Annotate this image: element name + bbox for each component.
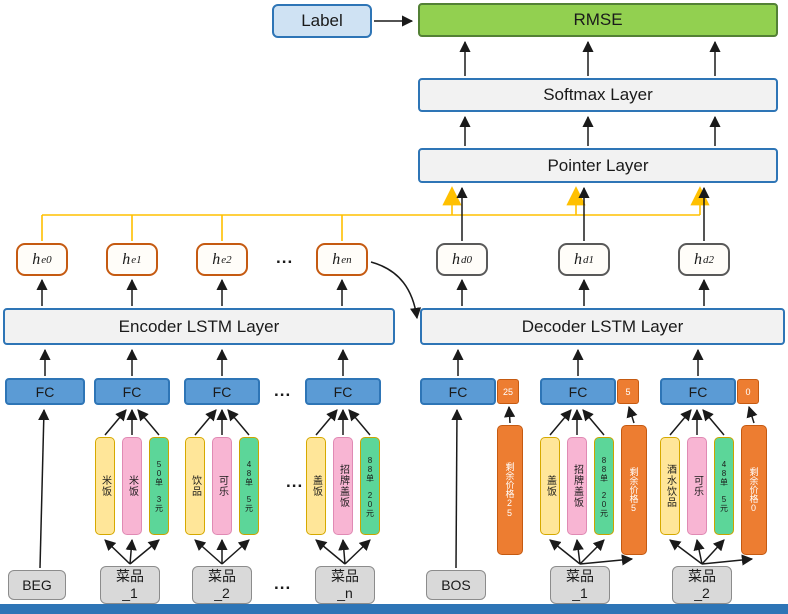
dec-feature-bar-dish2-full: 可乐	[687, 437, 707, 535]
feature-bar-dish1-stats: 50单 3元	[149, 437, 169, 535]
fc-node-dec1: FC	[540, 378, 616, 405]
bottom-accent-strip	[0, 604, 788, 614]
h-subscript: e1	[131, 253, 142, 266]
price-chip-25: 25	[497, 379, 519, 404]
feature-bar-dish2-stats: 48单 5元	[239, 437, 259, 535]
fc-node-dec2: FC	[660, 378, 736, 405]
h-subscript: d2	[703, 253, 714, 266]
fc-node-enc2: FC	[184, 378, 260, 405]
feature-bar-dishn-full: 招牌盖饭	[333, 437, 353, 535]
ellipsis-token-row: ...	[274, 574, 292, 593]
h-subscript: en	[341, 253, 352, 266]
token-dec-dish2: 菜品 _2	[672, 566, 732, 604]
dec-feature-bar-dish1-stats: 88单 20元	[594, 437, 614, 535]
ellipsis-hidden-row: ...	[276, 248, 294, 267]
h-subscript: e2	[221, 253, 232, 266]
fc-node-encn: FC	[305, 378, 381, 405]
h-symbol: h	[574, 250, 582, 268]
remaining-price-bar-5: 剩余价格5	[621, 425, 647, 555]
h-symbol: h	[212, 250, 221, 268]
feature-bar-dish1-name: 米饭	[95, 437, 115, 535]
decoder-lstm-layer-node: Decoder LSTM Layer	[420, 308, 785, 345]
fc-node-dec0: FC	[420, 378, 496, 405]
fc-node-enc1: FC	[94, 378, 170, 405]
h-symbol: h	[694, 250, 702, 268]
ellipsis-fc-row: ...	[274, 381, 292, 400]
token-dish2: 菜品 _2	[192, 566, 252, 604]
token-bos: BOS	[426, 570, 486, 600]
dec-feature-bar-dish2-stats: 48单 5元	[714, 437, 734, 535]
token-dish1: 菜品 _1	[100, 566, 160, 604]
remaining-price-bar-25: 剩余价格25	[497, 425, 523, 555]
feature-bar-dish2-full: 可乐	[212, 437, 232, 535]
dec-feature-bar-dish2-name: 酒水饮品	[660, 437, 680, 535]
h-symbol: h	[452, 250, 460, 268]
token-beg: BEG	[8, 570, 66, 600]
price-chip-5: 5	[617, 379, 639, 404]
dec-feature-bar-dish1-full: 招牌盖饭	[567, 437, 587, 535]
h-symbol: h	[122, 250, 131, 268]
h-subscript: e0	[41, 253, 52, 266]
price-chip-0: 0	[737, 379, 759, 404]
h-symbol: h	[32, 250, 41, 268]
h-subscript: d1	[583, 253, 594, 266]
ellipsis-bars-row: ...	[286, 472, 304, 491]
softmax-layer-node: Softmax Layer	[418, 78, 778, 112]
token-dishn: 菜品 _n	[315, 566, 375, 604]
fc-node-beg: FC	[5, 378, 85, 405]
feature-bar-dishn-name: 盖饭	[306, 437, 326, 535]
rmse-node: RMSE	[418, 3, 778, 37]
feature-bar-dishn-stats: 88单 20元	[360, 437, 380, 535]
token-dec-dish1: 菜品 _1	[550, 566, 610, 604]
h-subscript: d0	[461, 253, 472, 266]
h-symbol: h	[332, 250, 341, 268]
feature-bar-dish1-full: 米饭	[122, 437, 142, 535]
label-node: Label	[272, 4, 372, 38]
remaining-price-bar-0: 剩余价格0	[741, 425, 767, 555]
feature-bar-dish2-name: 饮品	[185, 437, 205, 535]
pointer-layer-node: Pointer Layer	[418, 148, 778, 183]
encoder-lstm-layer-node: Encoder LSTM Layer	[3, 308, 395, 345]
dec-feature-bar-dish1-name: 盖饭	[540, 437, 560, 535]
